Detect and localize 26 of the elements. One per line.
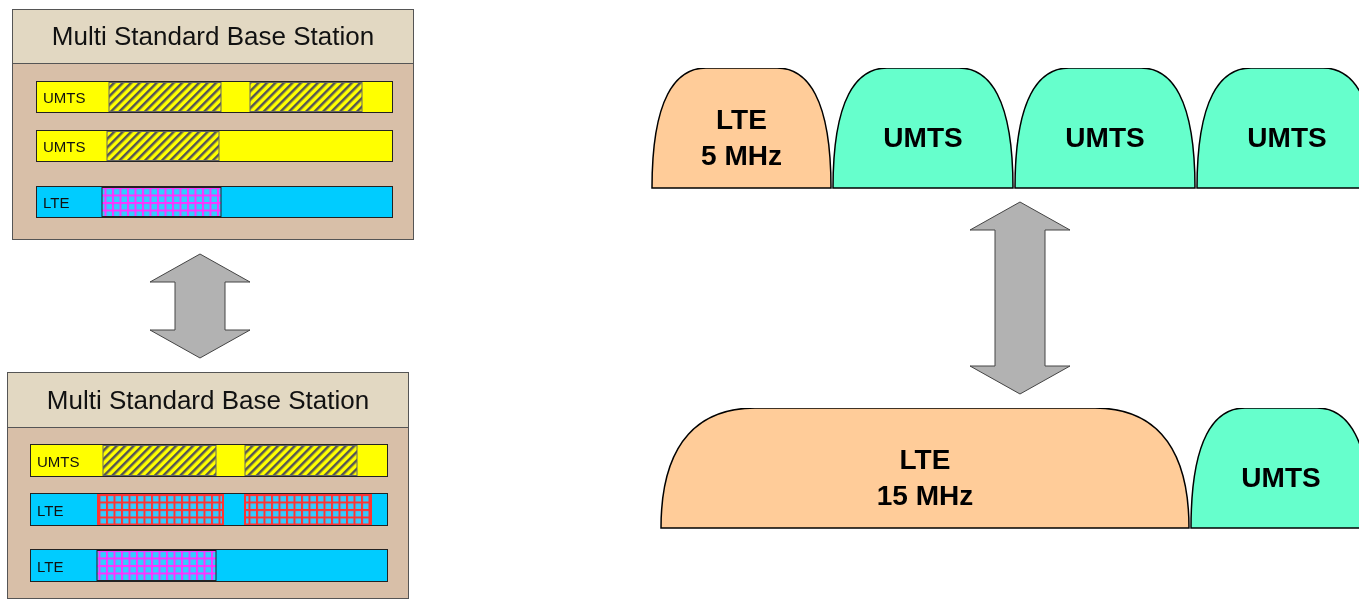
base-station-panel	[7, 372, 409, 599]
channel-bar	[30, 549, 388, 582]
channel-bar	[30, 444, 388, 477]
channel-label: LTE	[37, 501, 64, 518]
double-arrow	[969, 201, 1071, 395]
channel-bar	[36, 81, 393, 113]
band-label: UMTS	[883, 120, 963, 155]
channel-label: LTE	[43, 193, 70, 211]
band-label: 5 MHz	[701, 138, 782, 173]
base-station-panel	[12, 9, 414, 240]
band-label: LTE	[899, 442, 951, 477]
double-arrow	[149, 253, 251, 359]
panel-heading: Multi Standard Base Station	[13, 10, 413, 64]
channel-label: UMTS	[37, 452, 80, 469]
channel-bar	[36, 186, 393, 218]
channel-label: LTE	[37, 557, 64, 574]
channel-bar	[36, 130, 393, 162]
channel-bar	[30, 493, 388, 526]
band-label: LTE	[716, 102, 767, 137]
band-label: UMTS	[1065, 120, 1145, 155]
channel-label: UMTS	[43, 88, 86, 106]
band-label: UMTS	[1241, 460, 1321, 495]
band-label: UMTS	[1247, 120, 1327, 155]
panel-heading: Multi Standard Base Station	[8, 373, 408, 428]
band-label: 15 MHz	[876, 478, 974, 513]
channel-label: UMTS	[43, 137, 86, 155]
